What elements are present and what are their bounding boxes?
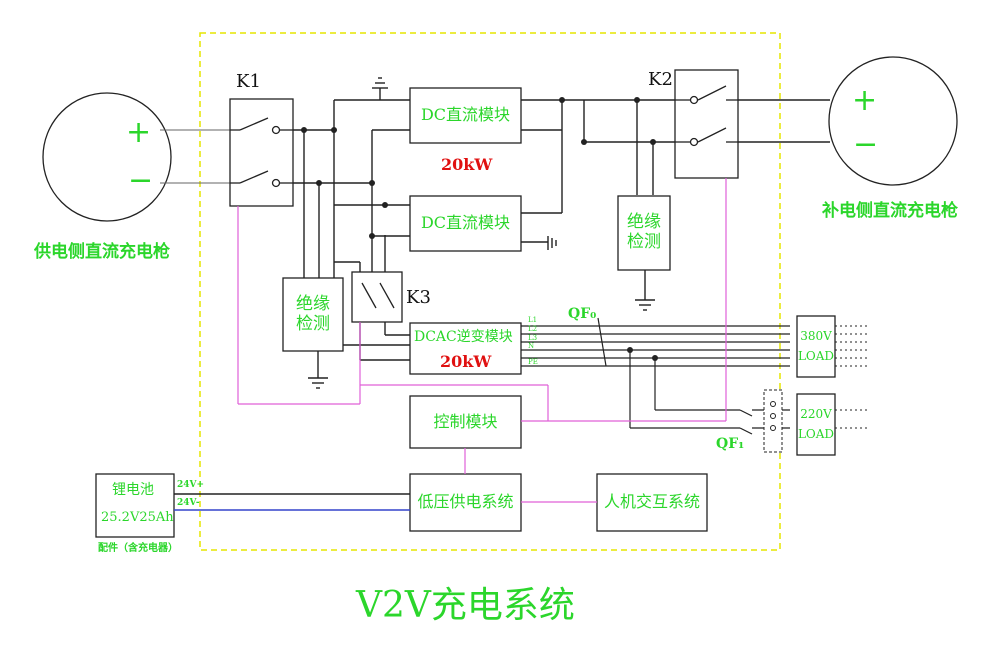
battery-spec: 25.2V25Ah [101, 510, 174, 525]
load-220-text: LOAD [797, 426, 835, 441]
insulation-left-box [282, 277, 344, 352]
control-box [409, 395, 522, 449]
k3-switch-box [351, 271, 403, 323]
load-380-label: 380V LOAD [797, 316, 835, 377]
qf1-label: QF₁ [716, 436, 745, 452]
hmi-label: 人机交互系统 [603, 492, 700, 512]
hmi-box [596, 473, 708, 532]
k3-label: K3 [406, 287, 431, 308]
inverter-power-label: 20kW [440, 352, 492, 371]
battery-pos-label: 24V+ [177, 480, 205, 490]
insulation-right-line1: 绝缘 [627, 212, 661, 233]
phase-l3: L3 [528, 334, 538, 342]
dc-module-2-box [409, 195, 522, 252]
k2-switch-box [674, 69, 739, 179]
phase-pe: PE [528, 358, 538, 366]
phase-l1: L1 [528, 316, 538, 324]
qf0-label: QF₀ [568, 306, 597, 322]
load-220-box [796, 393, 836, 456]
k1-switch-box [229, 98, 294, 207]
dc-power-label: 20kW [441, 155, 493, 174]
low-voltage-box [409, 473, 522, 532]
supply-gun-label: 供电侧直流充电枪 [34, 242, 170, 262]
supply-gun-minus: − [128, 163, 154, 198]
diagram-title: V2V充电系统 [356, 585, 575, 626]
inverter-box [409, 322, 522, 375]
control-module-label: 控制模块 [433, 411, 498, 431]
insulation-right-label: 绝缘 检测 [618, 196, 670, 270]
replenish-gun-plus: + [852, 83, 878, 118]
load-380-text: LOAD [797, 348, 835, 363]
phase-l2: L2 [528, 325, 538, 333]
phase-n: N [528, 342, 535, 350]
low-voltage-label: 低压供电系统 [417, 492, 514, 512]
supply-gun-circle [42, 92, 172, 222]
load-380-box [796, 315, 836, 378]
load-220-label: 220V LOAD [797, 394, 835, 455]
dc-module-1-box [409, 87, 522, 144]
insulation-left-line1: 绝缘 [296, 293, 330, 314]
dc-module-2-label: DC直流模块 [420, 213, 511, 233]
insulation-right-line2: 检测 [627, 232, 661, 252]
replenish-gun-label: 补电侧直流充电枪 [822, 201, 958, 221]
battery-name: 锂电池 [112, 482, 154, 498]
insulation-left-label: 绝缘 检测 [283, 278, 343, 351]
inverter-label: DCAC逆变模块 [414, 329, 513, 345]
battery-accessory: 配件（含充电器） [98, 543, 178, 554]
replenish-gun-minus: − [853, 127, 879, 162]
load-380-voltage: 380V [800, 329, 832, 344]
insulation-left-line2: 检测 [296, 313, 330, 334]
system-frame [199, 32, 781, 551]
supply-gun-plus: + [126, 115, 152, 150]
insulation-right-box [617, 195, 671, 271]
k2-label: K2 [648, 69, 673, 90]
load-220-voltage: 220V [800, 407, 832, 422]
battery-neg-label: 24V- [177, 498, 200, 508]
k1-label: K1 [236, 71, 261, 92]
dc-module-1-label: DC直流模块 [420, 105, 511, 125]
socket-strip [763, 389, 783, 453]
battery-box [95, 473, 175, 538]
replenish-gun-circle [828, 56, 958, 186]
